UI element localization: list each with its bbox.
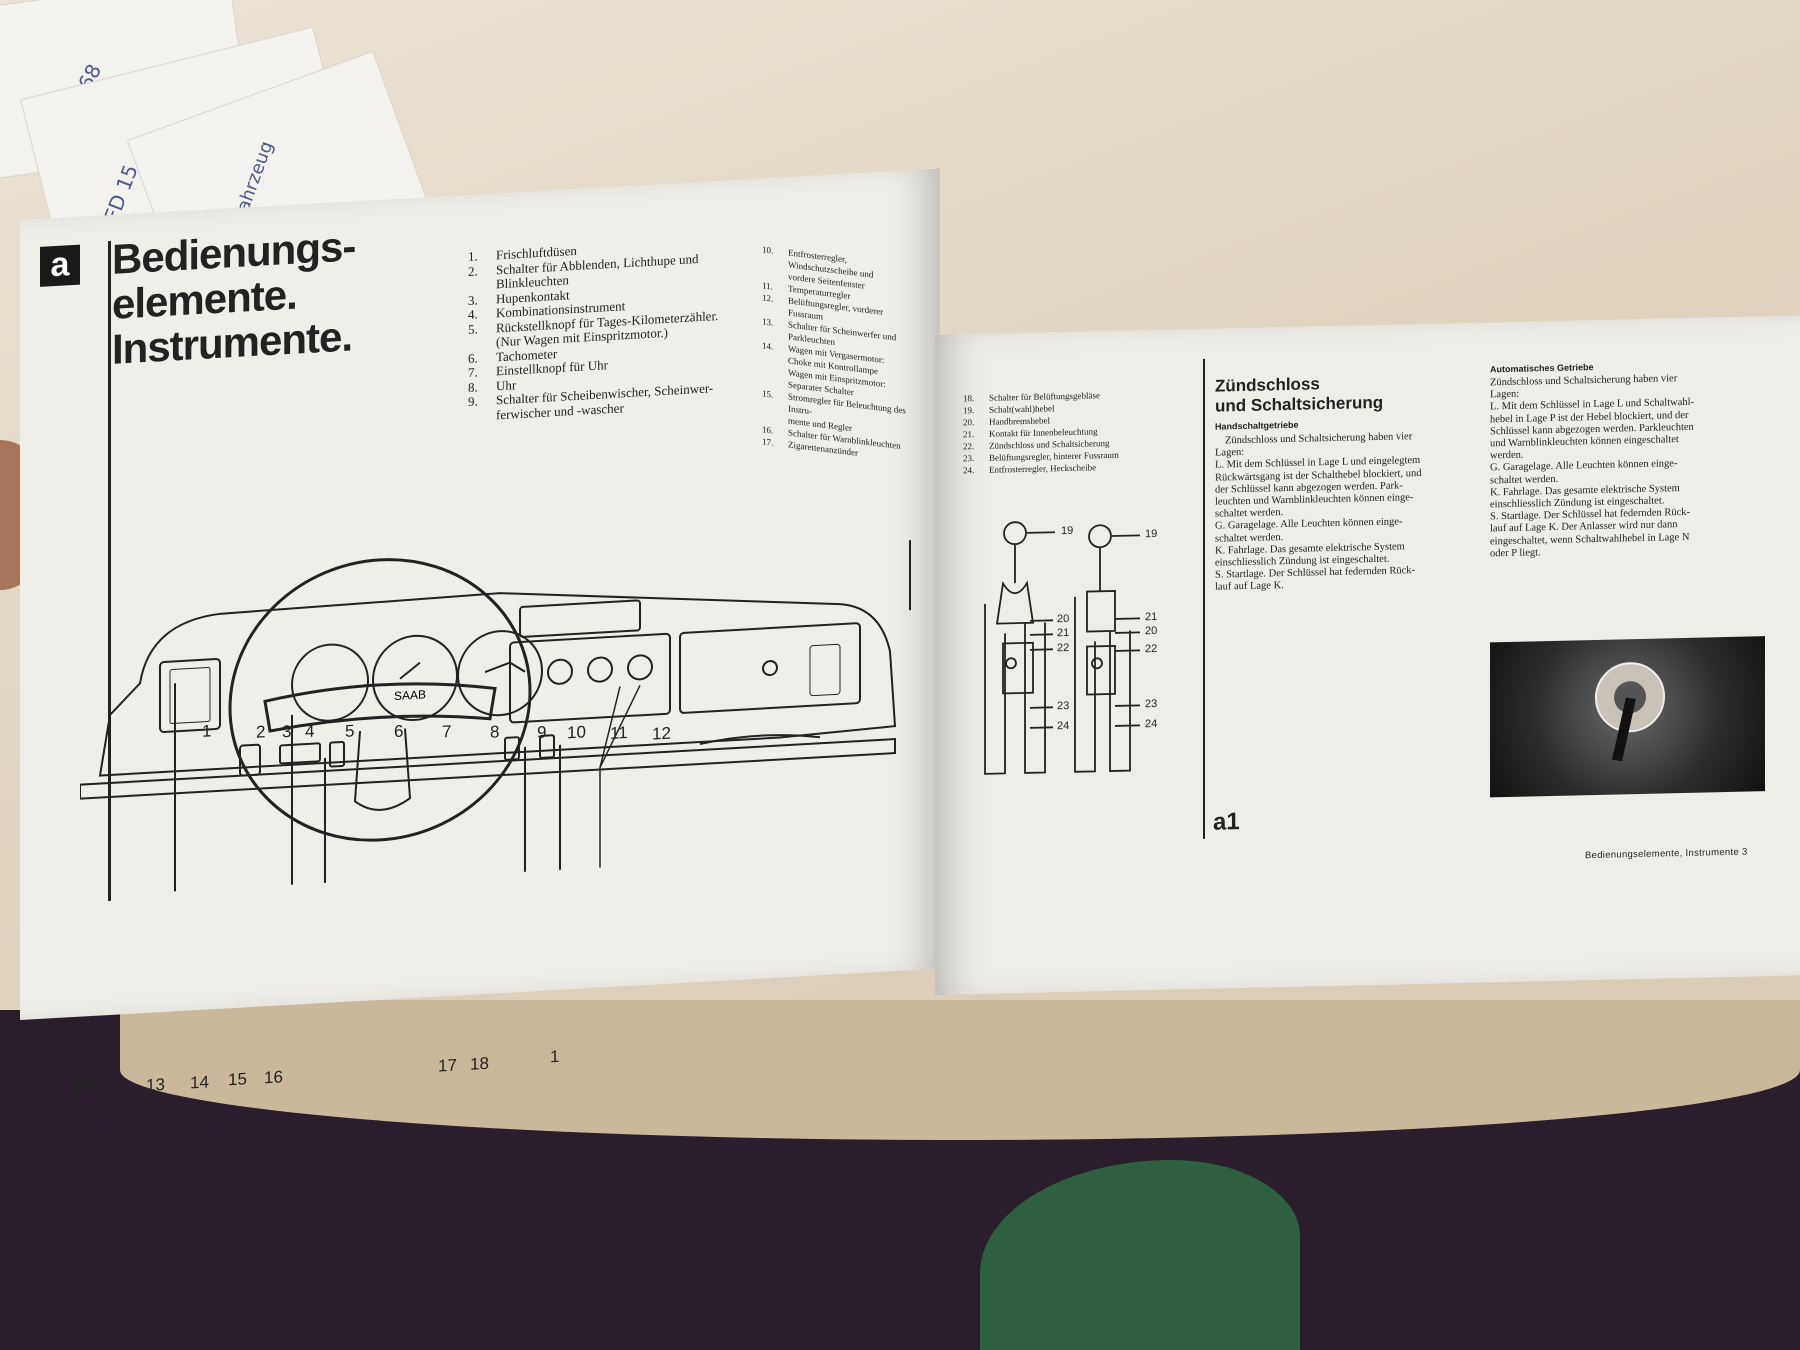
legend-list-2: 10.Entfrosterregler, Windschutzscheibe u… [762,243,912,465]
manual-text: Zündschloss und Schaltsicherung haben vi… [1215,430,1465,594]
callout-label: 9 [537,722,547,743]
manual-heading: Handschaltgetriebe [1215,419,1299,432]
lever-callout: 20 [1057,612,1070,626]
ignition-photo [1490,636,1765,798]
lever-callout: 24 [1145,717,1158,731]
left-page: a Bedienungs- elemente. Instrumente. 1.F… [20,168,940,1138]
callout-label: 7 [442,721,452,742]
right-page: 18.Schalter für Belüftungsgebläse 19.Sch… [935,315,1800,996]
lever-callout: 23 [1057,699,1070,713]
lever-callout: 20 [1145,624,1158,638]
lever-callout: 23 [1145,697,1158,711]
legend-list-1: 1.Frischluftdüsen 2.Schalter für Abblend… [468,234,748,424]
lever-callout: 22 [1145,642,1158,656]
callout-label: 6 [394,721,404,742]
lever-callout: 21 [1145,610,1158,624]
vertical-rule [1203,358,1205,839]
callout-label: 12 [652,723,671,744]
callout-label: 4 [305,721,315,742]
callout-label: 11 [610,723,628,744]
callout-label: 15 [228,1069,247,1090]
lever-callout: 19 [1061,524,1074,538]
lever-callout: 19 [1145,527,1158,541]
legend-list-3: 18.Schalter für Belüftungsgebläse 19.Sch… [963,388,1163,477]
callout-label: 16 [264,1067,283,1088]
page-footer: Bedienungselemente, Instrumente 3 [1585,846,1748,862]
lever-callout: 24 [1057,719,1070,733]
callout-label: 10 [567,722,586,743]
figure-label: a1 [1213,808,1240,836]
page-title: Bedienungs- elemente. Instrumente. [112,222,355,373]
book-edge [120,1000,1800,1140]
lever-callout: 21 [1057,626,1070,640]
callout-label: 5 [345,721,355,741]
ignition-key-image [1595,662,1665,762]
callout-label: 14 [190,1072,209,1093]
callout-label: 1 [550,1046,560,1067]
gear-lever-diagram [984,521,1140,775]
callout-label: 3 [282,721,292,742]
section-tag: a [40,244,80,287]
figure-letter: a [72,1066,89,1101]
callout-label: 13 [146,1074,165,1095]
callout-label: 2 [256,722,266,742]
section-title: Zündschloss und Schaltsicherung [1215,373,1383,417]
wheel-logo: SAAB [394,687,426,703]
auto-heading: Automatisches Getriebe [1490,362,1594,375]
auto-text: Zündschloss und Schaltsicherung haben vi… [1490,371,1765,560]
dashboard-diagram: SAAB [80,540,911,897]
callout-label: 8 [490,722,500,742]
callout-label: 18 [470,1053,489,1074]
lever-callout: 22 [1057,641,1070,655]
callout-label: 1 [202,721,212,741]
section-title-line: und Schaltsicherung [1215,392,1384,416]
callout-label: 17 [438,1055,457,1076]
